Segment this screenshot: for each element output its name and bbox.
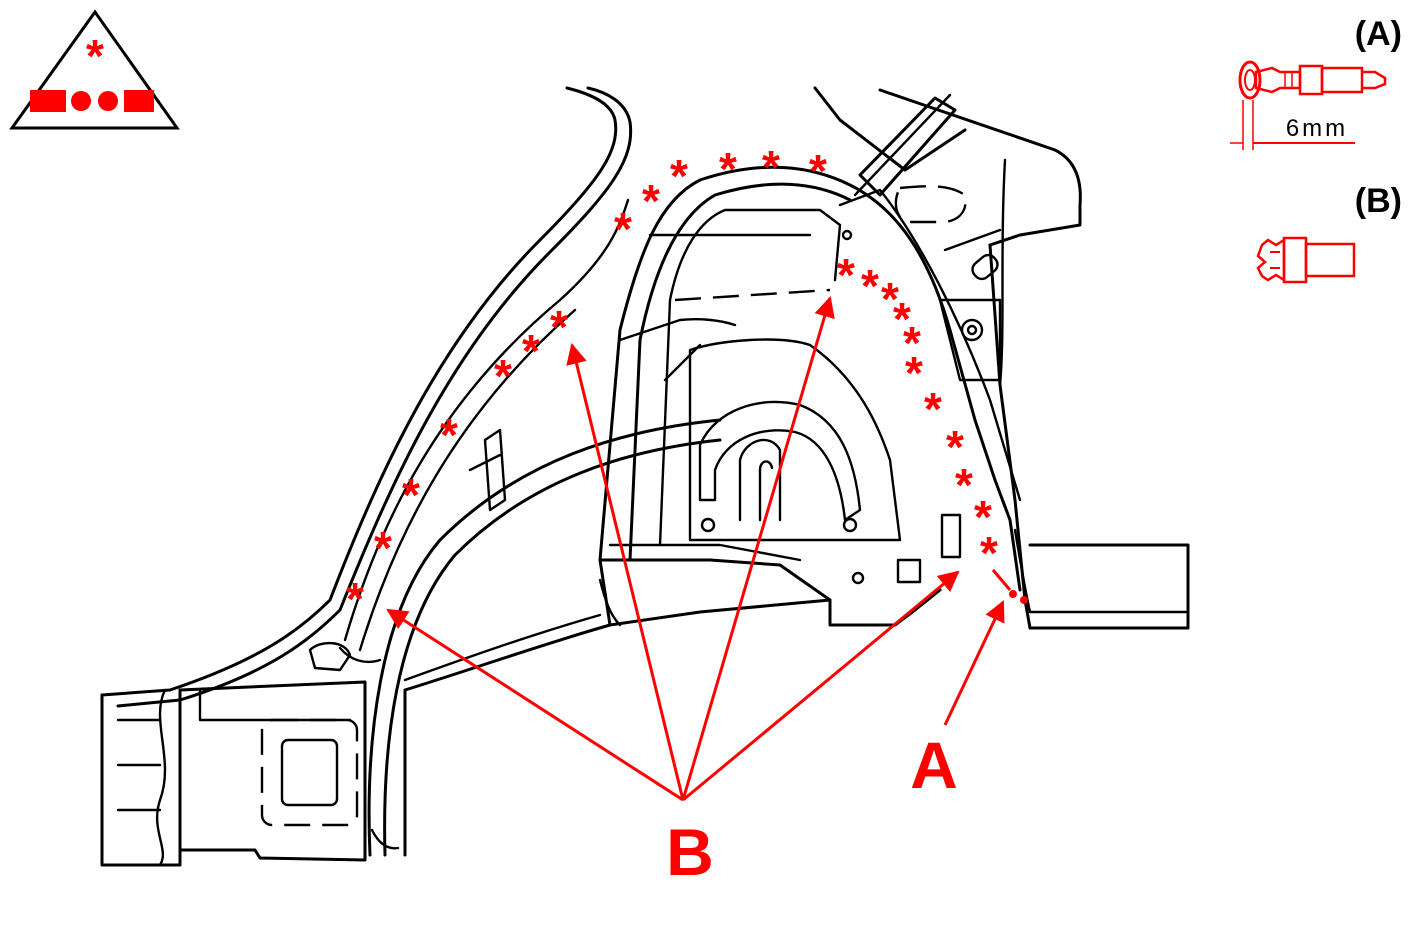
spot-a-marks [991, 569, 1028, 604]
weld-marker: * [440, 409, 458, 461]
weld-marker: * [837, 249, 855, 301]
weld-marker: * [955, 459, 973, 511]
plug-weld-tool-icon [1230, 60, 1387, 150]
weld-marker: * [893, 293, 911, 345]
weld-marker: * [402, 469, 420, 521]
callout-b-label: B [666, 815, 714, 889]
weld-marker: * [374, 522, 392, 574]
weld-marker: * [719, 143, 737, 195]
weld-marker: * [881, 273, 899, 325]
callout-b-arrows [386, 295, 960, 802]
weld-marker: * [861, 260, 879, 312]
weld-marker: * [642, 175, 660, 227]
weld-marker: * [762, 141, 780, 193]
weld-marker: * [946, 421, 964, 473]
weld-marker: * [980, 527, 998, 579]
body-panel-drawing [100, 86, 1190, 867]
callout-a-label: A [910, 728, 958, 802]
legend-a-dimension: 6mm [1286, 115, 1348, 142]
weld-symbol-triangle-icon: * [9, 9, 180, 130]
legend-b-label: (B) [1355, 182, 1402, 220]
weld-marker: * [614, 203, 632, 255]
weld-marker: * [809, 145, 827, 197]
weld-marker: * [522, 325, 540, 377]
triangle-asterisk: * [86, 30, 104, 82]
weld-marker: * [974, 491, 992, 543]
weld-marker: * [924, 383, 942, 435]
weld-marker: * [550, 301, 568, 353]
weld-marker: * [346, 573, 364, 625]
weld-marker: * [494, 350, 512, 402]
weld-marker: * [905, 347, 923, 399]
callout-a-arrow [943, 600, 1005, 726]
legend-a-label: (A) [1355, 15, 1402, 53]
weld-marker: * [670, 150, 688, 202]
weld-marker-set: ************************ [346, 141, 998, 625]
spot-drill-tool-icon [1256, 236, 1356, 284]
weld-marker: * [903, 317, 921, 369]
